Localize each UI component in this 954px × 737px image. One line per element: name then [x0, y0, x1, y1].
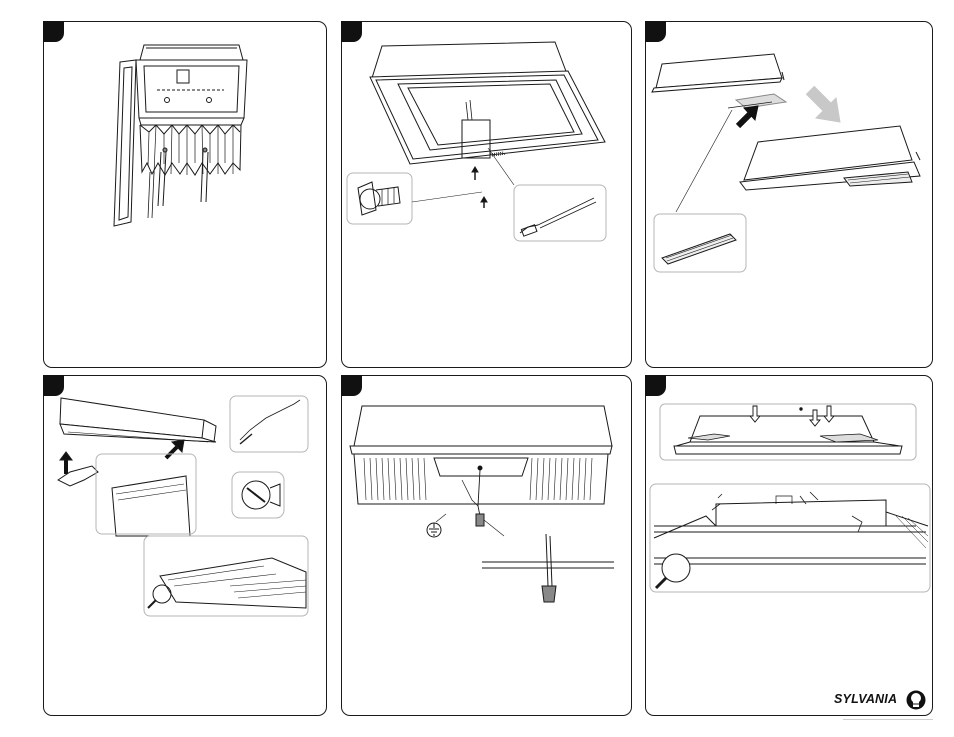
- sylvania-bulb-logo-icon: [906, 690, 926, 710]
- ground-wire-illustration: [342, 376, 633, 717]
- step-5-panel: [341, 375, 632, 716]
- troffer-junction-box-illustration: [342, 22, 633, 369]
- footer-rule: [843, 719, 933, 720]
- step-2-panel: [341, 21, 632, 368]
- reflector-tabs-illustration: [44, 376, 328, 717]
- step-4-panel: [43, 375, 327, 716]
- brand-name: SYLVANIA: [834, 692, 897, 706]
- brand-logo: SYLVANIA: [834, 690, 926, 712]
- step-3-panel: [645, 21, 933, 368]
- fixture-in-ceiling-grid-illustration: [44, 22, 328, 369]
- step-6-panel: [645, 375, 933, 716]
- retrofit-install-illustration: [646, 376, 934, 717]
- step-1-panel: [43, 21, 327, 368]
- lens-removal-illustration: [646, 22, 934, 369]
